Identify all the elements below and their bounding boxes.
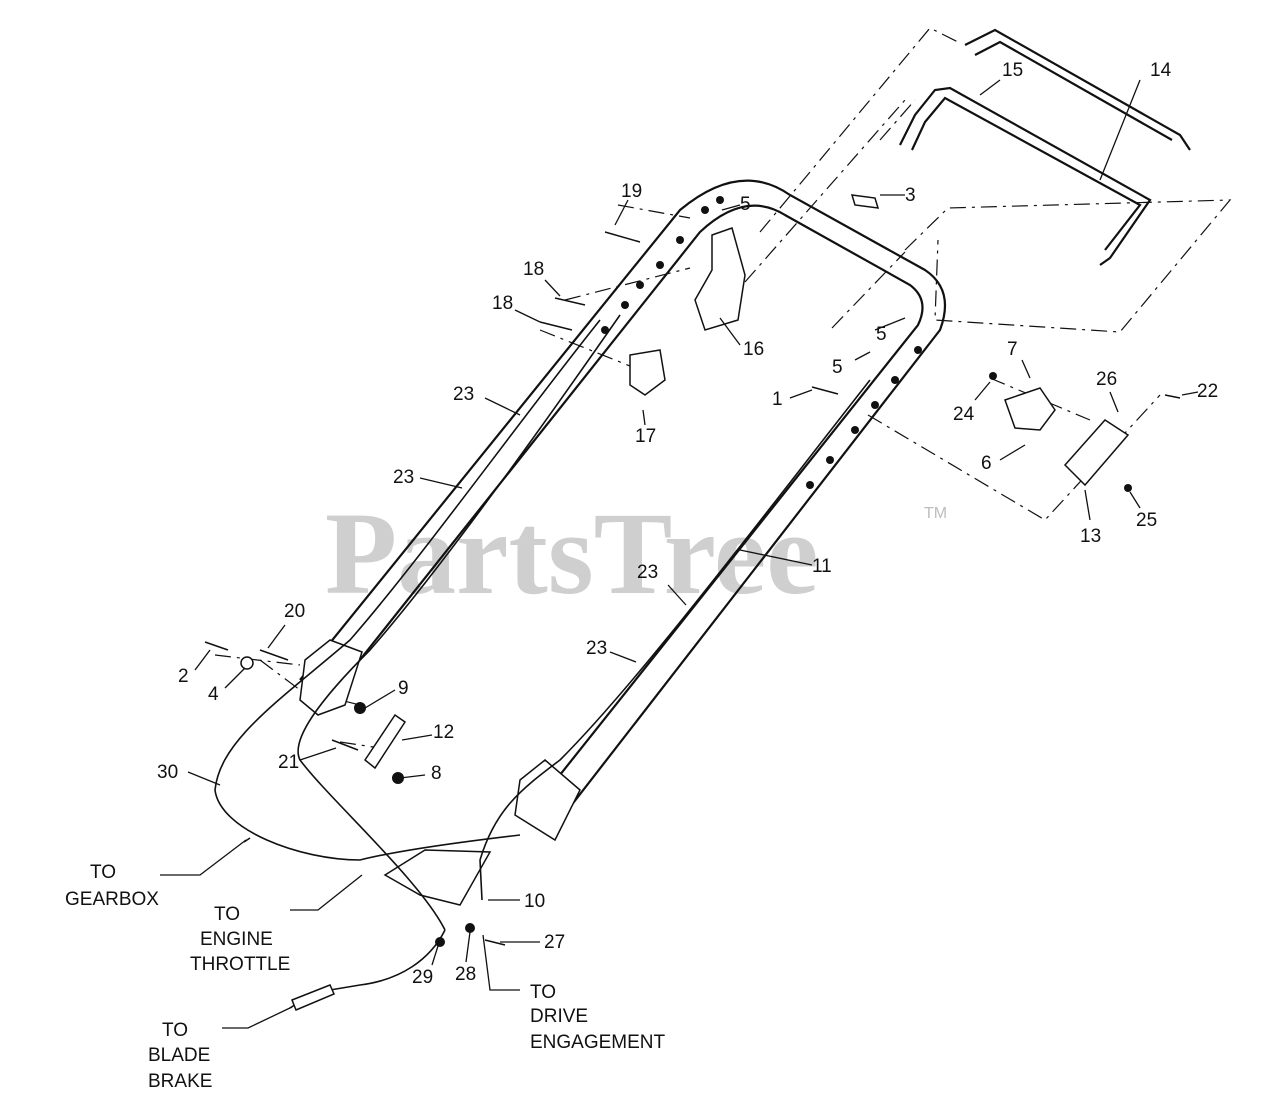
callout-13: 13 (1080, 526, 1101, 547)
callout-21: 21 (278, 752, 299, 773)
dest-brake-line2: BLADE (148, 1045, 210, 1066)
dest-throttle-line2: ENGINE (200, 929, 273, 950)
hardware-parts (204, 194, 1181, 946)
callout-26: 26 (1096, 369, 1117, 390)
callout-10: 10 (524, 891, 545, 912)
callout-18: 18 (492, 293, 513, 314)
callout-28: 28 (455, 964, 476, 985)
callout-11: 11 (812, 556, 832, 577)
assembly-dashed-lines (214, 27, 1232, 749)
callout-5: 5 (832, 357, 843, 378)
dest-throttle-line3: THROTTLE (190, 954, 290, 975)
callout-23: 23 (453, 384, 474, 405)
callout-27: 27 (544, 932, 565, 953)
callout-labels: 14 15 3 19 5 18 18 16 5 5 7 1 23 17 24 2… (157, 60, 1218, 988)
watermark-trademark: TM (924, 505, 947, 522)
callout-9: 9 (398, 678, 409, 699)
callout-4: 4 (208, 684, 219, 705)
control-cables (214, 314, 871, 1011)
leader-lines (160, 79, 1199, 1029)
callout-23: 23 (393, 467, 414, 488)
callout-23: 23 (586, 638, 607, 659)
callout-25: 25 (1136, 510, 1157, 531)
dest-drive-line1: TO (530, 982, 556, 1003)
callout-22: 22 (1197, 381, 1218, 402)
dest-gearbox-line1: TO (90, 862, 116, 883)
callout-30: 30 (157, 762, 178, 783)
callout-23: 23 (637, 562, 658, 583)
destination-labels: TO GEARBOX TO ENGINE THROTTLE TO DRIVE E… (65, 862, 666, 1092)
callout-12: 12 (433, 722, 454, 743)
dest-drive-line2: DRIVE (530, 1006, 588, 1027)
dest-drive-line3: ENGAGEMENT (530, 1032, 666, 1053)
dest-brake-line3: BRAKE (148, 1071, 212, 1092)
callout-6: 6 (981, 453, 992, 474)
callout-29: 29 (412, 967, 433, 988)
callout-19: 19 (621, 181, 642, 202)
callout-17: 17 (635, 426, 656, 447)
callout-24: 24 (953, 404, 975, 425)
callout-3: 3 (905, 185, 916, 206)
callout-5: 5 (876, 324, 887, 345)
callout-7: 7 (1007, 339, 1018, 360)
dest-gearbox-line2: GEARBOX (65, 889, 159, 910)
fastener-dots (240, 196, 1132, 947)
handle-assembly (299, 28, 1191, 906)
callout-14: 14 (1150, 60, 1172, 81)
dest-brake-line1: TO (162, 1020, 188, 1041)
callout-1: 1 (772, 389, 783, 410)
callout-16: 16 (743, 339, 764, 360)
dest-throttle-line1: TO (214, 904, 240, 925)
callout-15: 15 (1002, 60, 1023, 81)
callout-20: 20 (284, 601, 305, 622)
watermark-text: PartsTree (325, 488, 819, 619)
callout-8: 8 (431, 763, 442, 784)
callout-5: 5 (740, 194, 751, 215)
callout-18: 18 (523, 259, 544, 280)
callout-2: 2 (178, 666, 189, 687)
